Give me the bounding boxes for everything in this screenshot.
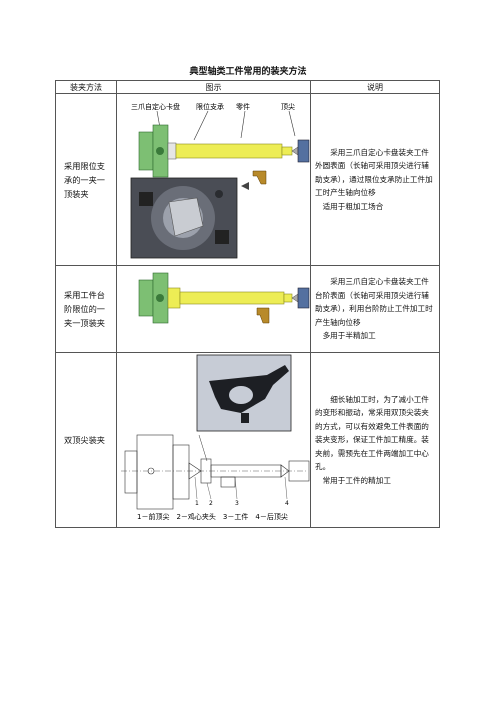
header-figure: 图示 [116,80,311,94]
cutting-tool [256,307,270,324]
double-center-diagram: 1 2 3 4 1－前顶尖 2－鸡心夹头 3－工件 4－后顶尖 [121,354,310,521]
table-row: 双顶尖装夹 1 [55,352,440,528]
clamping-methods-table: 装夹方法 图示 说明 采用限位支承的一夹一顶装夹 三爪自定心卡盘 限位支承 零件… [55,80,440,528]
label-chuck: 三爪自定心卡盘 [131,102,180,111]
chuck-body [138,279,154,317]
description-text: 采用三爪自定心卡盘装夹工件外圆表面（长轴可采用顶尖进行辅助支承），通过限位支承防… [315,147,433,198]
method-cell: 采用工件台阶限位的一夹一顶装夹 [55,265,117,353]
label-limit-support: 限位支承 [196,102,224,111]
limit-support-diagram: 三爪自定心卡盘 限位支承 零件 顶尖 [130,102,310,259]
description-cell: 采用三爪自定心卡盘装夹工件外圆表面（长轴可采用顶尖进行辅助支承），通过限位支承防… [310,93,440,266]
description-text: 采用三爪自定心卡盘装夹工件台阶表面（长轴可采用顶尖进行辅助支承），利用台阶防止工… [315,277,433,327]
description-cell: 细长轴加工时，为了减小工件的变形和振动，常采用双顶尖装夹的方式，可以有效避免工件… [310,352,440,528]
header-description: 说明 [310,80,440,94]
method-cell: 采用限位支承的一夹一顶装夹 [55,93,117,266]
label-center: 顶尖 [281,102,295,111]
table-row: 采用限位支承的一夹一顶装夹 三爪自定心卡盘 限位支承 零件 顶尖 [55,93,440,266]
usage-text: 适用于粗加工场合 [322,201,384,211]
figure-cell: 1 2 3 4 1－前顶尖 2－鸡心夹头 3－工件 4－后顶尖 [116,352,311,528]
marker-1: 1 [195,500,199,507]
workpiece-shaft [179,291,285,305]
marker-3: 3 [235,500,239,507]
cutting-tool [252,170,267,185]
marker-2: 2 [209,500,213,507]
chuck-body [138,131,154,171]
method-cell: 双顶尖装夹 [55,352,117,528]
header-method: 装夹方法 [55,80,117,94]
figure-cell [116,265,311,353]
description-text: 细长轴加工时，为了减小工件的变形和振动，常采用双顶尖装夹的方式，可以有效避免工件… [315,394,429,472]
label-workpiece: 零件 [236,102,250,111]
page-title: 典型轴类工件常用的装夹方法 [189,67,307,77]
table-row: 采用工件台阶限位的一夹一顶装夹 采用三爪自定心卡盘装夹工件台阶表面（长轴可采用顶… [55,265,440,353]
tailstock-center [297,287,310,309]
figure-cell: 三爪自定心卡盘 限位支承 零件 顶尖 [116,93,311,266]
description-cell: 采用三爪自定心卡盘装夹工件台阶表面（长轴可采用顶尖进行辅助支承），利用台阶防止工… [310,265,440,353]
workpiece-shaft [175,143,283,159]
tailstock-center [297,139,310,163]
figure-caption: 1－前顶尖 2－鸡心夹头 3－工件 4－后顶尖 [137,512,288,521]
usage-text: 常用于工件的精加工 [322,475,391,485]
table-header-row: 装夹方法 图示 说明 [55,80,440,94]
usage-text: 多用于半精加工 [322,331,376,341]
marker-4: 4 [285,500,289,507]
step-limit-diagram [138,272,310,324]
